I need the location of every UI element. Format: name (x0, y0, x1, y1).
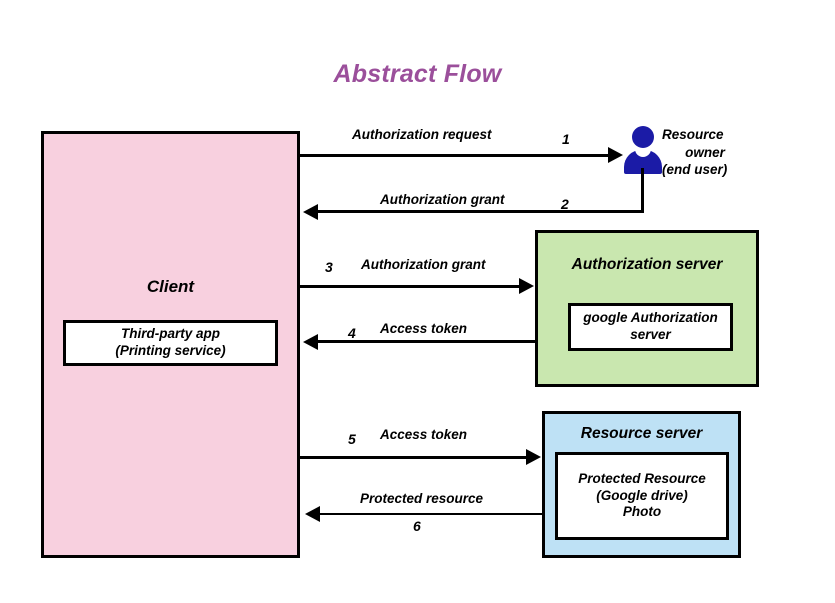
client-inner-line-1: Third-party app (120, 326, 220, 342)
flow-4-number: 4 (348, 325, 356, 341)
person-icon[interactable] (624, 126, 662, 174)
res-inner-line-1: Protected Resource (578, 470, 706, 486)
node-client-label: Client (146, 277, 195, 296)
flow-3-number: 3 (325, 259, 333, 275)
flow-6-line (318, 513, 542, 515)
flow-2-line (318, 210, 644, 213)
flow-3-label: Authorization grant (361, 257, 486, 272)
auth-inner-line-1: google Authorization (583, 310, 718, 326)
node-resource-owner-label: Resource owner (end user) (662, 126, 812, 179)
person-icon-head (632, 126, 654, 148)
flow-2-number: 2 (561, 196, 569, 212)
resource-owner-line-3: (end user) (662, 162, 728, 178)
flow-6-number: 6 (413, 518, 421, 534)
flow-4-label: Access token (380, 321, 468, 336)
flow-5-arrowhead (526, 449, 541, 465)
flow-3-arrowhead (519, 278, 534, 294)
auth-inner-line-2: server (630, 327, 671, 342)
client-inner-line-2: (Printing service) (115, 343, 226, 358)
flow-3-line (300, 285, 522, 288)
flow-5-number: 5 (348, 431, 356, 447)
flow-1-number: 1 (562, 131, 570, 147)
resource-owner-line-2: owner (685, 144, 725, 160)
page-title: Abstract Flow (333, 60, 502, 88)
flow-2-drop-line (641, 168, 644, 213)
flow-1-arrowhead (608, 147, 623, 163)
resource-owner-line-1: Resource (662, 127, 724, 142)
flow-4-arrowhead (303, 334, 318, 350)
node-resource-server-inner-box[interactable]: Protected Resource (Google drive) Photo (555, 452, 729, 540)
res-inner-line-2: (Google drive) (596, 487, 688, 503)
flow-2-arrowhead (303, 204, 318, 220)
res-inner-line-3: Photo (622, 504, 662, 520)
node-authorization-server-label: Authorization server (571, 256, 723, 273)
flow-5-label: Access token (380, 427, 468, 442)
flow-1-line (300, 154, 610, 157)
flow-1-label: Authorization request (352, 127, 492, 142)
flow-6-label: Protected resource (360, 491, 484, 506)
flow-5-line (300, 456, 529, 459)
node-client-inner-box[interactable]: Third-party app (Printing service) (63, 320, 278, 366)
flow-6-arrowhead (305, 506, 320, 522)
flow-4-line (318, 340, 535, 343)
flow-2-label: Authorization grant (380, 192, 505, 207)
person-icon-neck-notch (635, 148, 651, 157)
node-authorization-server-inner-box[interactable]: google Authorization server (568, 303, 733, 351)
node-resource-server-label: Resource server (580, 425, 703, 442)
